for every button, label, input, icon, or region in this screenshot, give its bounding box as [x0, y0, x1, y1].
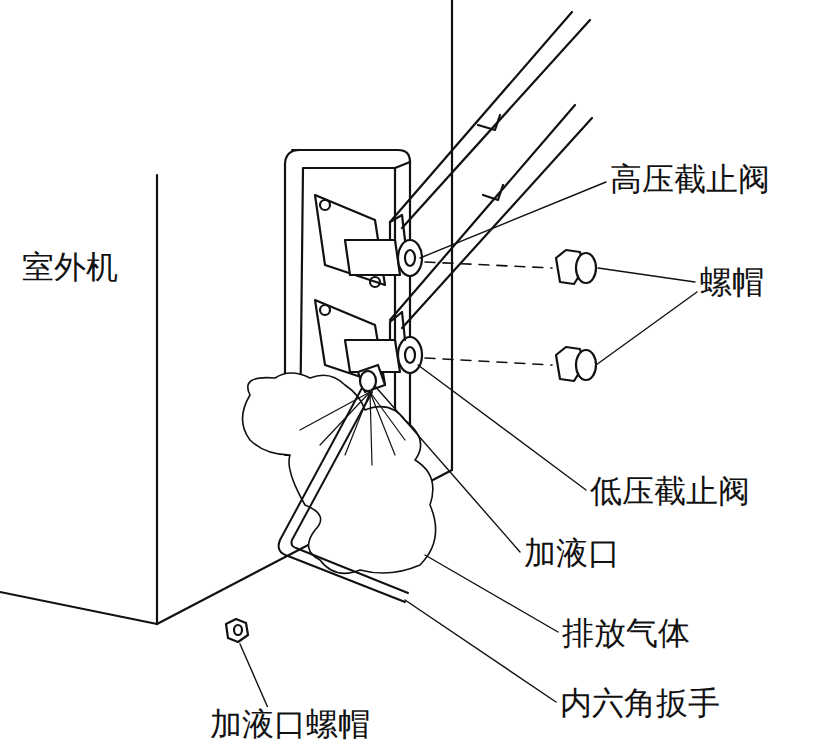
- part-label: 排放气体: [560, 616, 692, 651]
- unit-label: 室外机: [20, 250, 120, 285]
- part-label: 高压截止阀: [608, 162, 772, 197]
- part-label: 内六角扳手: [558, 686, 722, 721]
- part-label: 低压截止阀: [588, 474, 752, 509]
- part-label: 螺帽: [698, 265, 766, 300]
- part-label: 加液口: [522, 536, 622, 571]
- part-label: 加液口螺帽: [208, 707, 372, 742]
